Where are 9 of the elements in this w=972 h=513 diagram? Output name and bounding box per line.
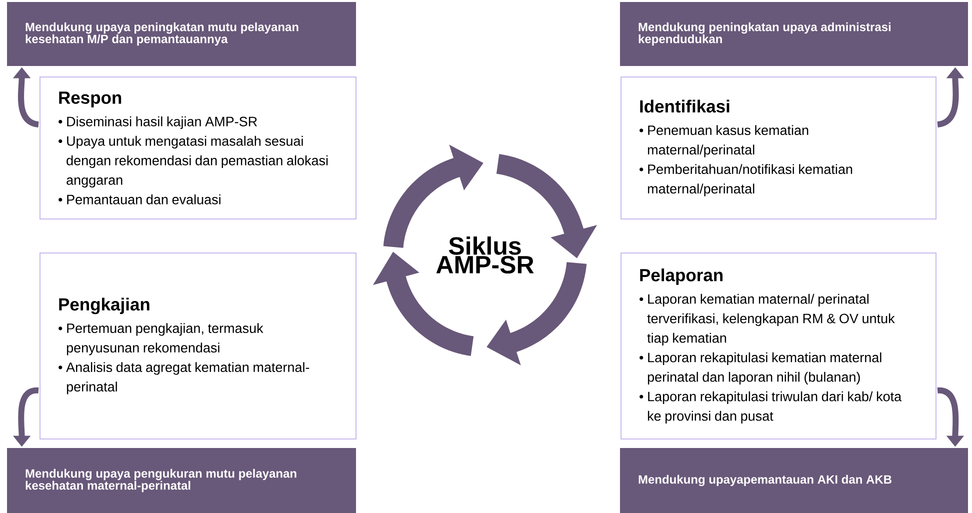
step-box: Pengkajian • Pertemuan pengkajian, termasuk penyusunan rekomendasi • Analisis data agregat kematian maternal-perinatal [40,252,356,440]
cycle-title: Siklus AMP-SR [436,236,534,274]
banner-box: Mendukung upaya peningkatan mutu pelayanan kesehatan M/P dan pemantauannya [7,2,356,66]
step-box: Pelaporan • Laporan kematian maternal/ perinatal terverifikasi, kelengkapan RM & OV untuk tiap kematian • Laporan rekapitulasi kematian maternal perinatal dan laporan nihil (bulanan) • Laporan rekapitulasi triwulan dari kab/ kota ke provinsi dan pusat [620,252,936,440]
step-box: Identifikasi • Penemuan kasus kematian maternal/perinatal • Pemberitahuan/notifikasi kematian maternal/perinatal [620,76,936,220]
banner-box: Mendukung upaya pengukuran mutu pelayanan kesehatan maternal-perinatal [7,448,356,513]
banner-box: Mendukung peningkatan upaya administrasi kependudukan [620,2,968,66]
step-box: Respon • Diseminasi hasil kajian AMP-SR • Upaya untuk mengatasi masalah sesuai dengan rekomendasi dan pemastian alokasi anggaran • Pemantauan dan evaluasi [40,76,356,220]
banner-box: Mendukung upayapemantauan AKI dan AKB [620,448,968,513]
